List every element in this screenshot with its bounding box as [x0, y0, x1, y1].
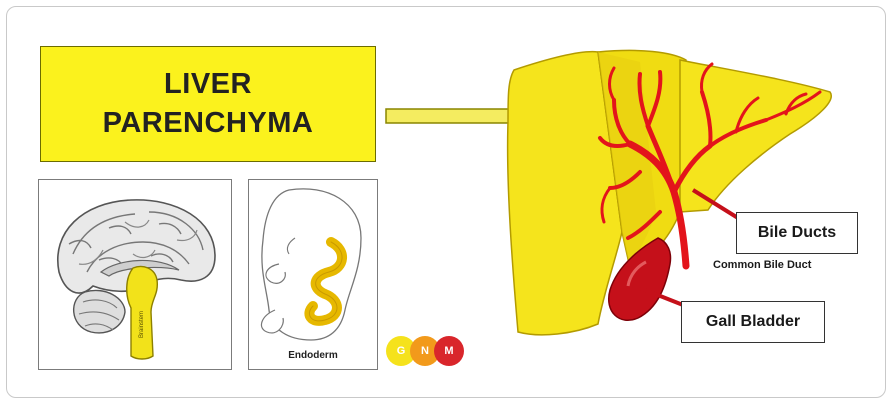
title-line-1: LIVER: [164, 65, 252, 104]
logo-circle-m: M: [434, 336, 464, 366]
brain-panel: Brainstem: [38, 179, 232, 370]
svg-text:Brainstem: Brainstem: [139, 311, 145, 338]
embryo-panel: Endoderm: [248, 179, 378, 370]
gnm-logo: G N M: [386, 336, 468, 366]
logo-letter-n: N: [421, 345, 429, 357]
gall-bladder-label: Gall Bladder: [681, 301, 825, 343]
common-bile-duct-label: Common Bile Duct: [713, 259, 811, 271]
title-line-2: PARENCHYMA: [103, 104, 314, 143]
brain-sagittal-icon: Brainstem: [39, 180, 233, 371]
liver-icon: [490, 42, 850, 342]
logo-letter-m: M: [444, 345, 453, 357]
endoderm-label: Endoderm: [249, 350, 377, 361]
embryo-icon: [249, 180, 379, 371]
bile-ducts-label: Bile Ducts: [736, 212, 858, 254]
logo-letter-g: G: [397, 345, 406, 357]
title-box: LIVER PARENCHYMA: [40, 46, 376, 162]
